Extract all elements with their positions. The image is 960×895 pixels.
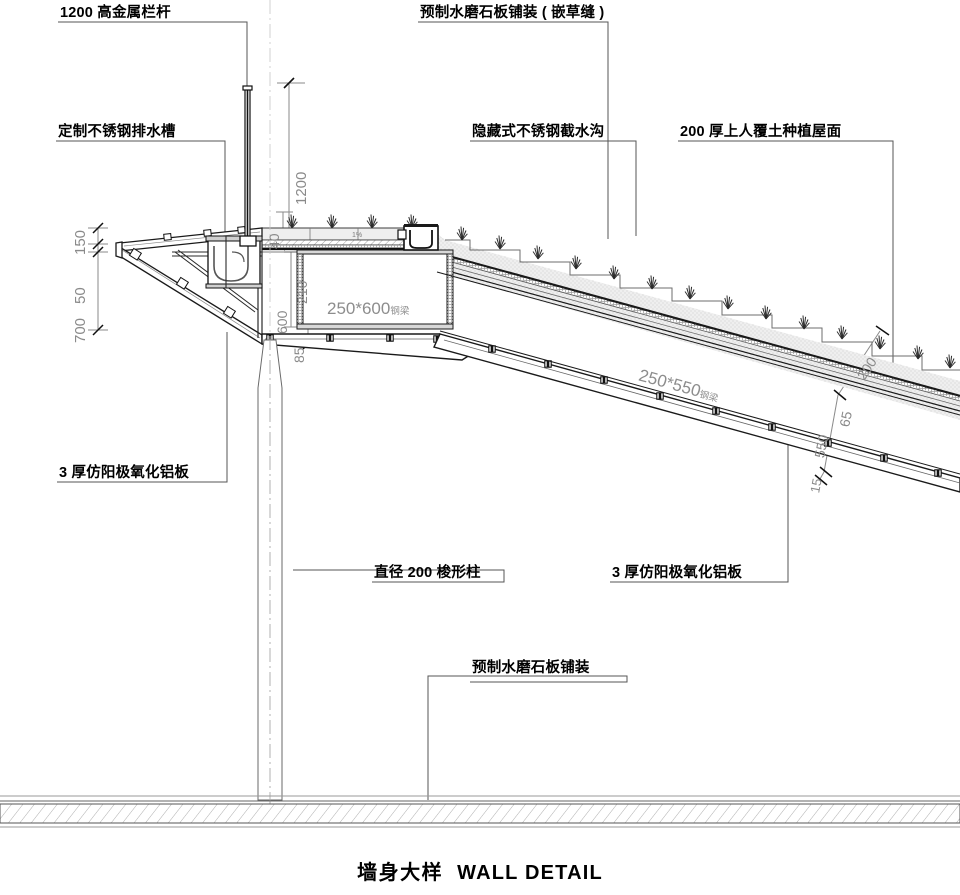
dim-fascia-150: 150 — [72, 229, 89, 255]
dim-railing-height-1200: 1200 — [293, 171, 310, 205]
label-custom-stainless-drain-trough: 定制不锈钢排水槽 — [58, 124, 176, 140]
steel-beam-250x550-zone — [436, 271, 960, 475]
spindle-column — [257, 0, 283, 806]
dim-beam-210: 210 — [294, 280, 310, 304]
dim-soffit-85: 85 — [291, 347, 307, 363]
label-aluminium-panel-right: 3 厚仿阳极氧化铝板 — [612, 565, 743, 581]
beam-unit-upper: 钢梁 — [390, 306, 410, 317]
drawing-title-block: 墙身大样 WALL DETAIL — [0, 856, 960, 885]
beam-size-upper: 250*600 — [327, 299, 391, 318]
dim-fascia-700: 700 — [72, 317, 89, 343]
dim-slope-15: 15 — [807, 477, 825, 495]
hidden-stainless-gutter — [397, 224, 439, 251]
dim-beam-600: 600 — [274, 310, 290, 334]
dim-slope-65: 65 — [836, 409, 855, 429]
label-aluminium-panel-left: 3 厚仿阳极氧化铝板 — [59, 465, 190, 481]
annotation-roof-slope: 1% — [352, 232, 363, 239]
drawing-title-en: WALL DETAIL — [457, 862, 603, 884]
annotation-beam-250x600: 250*600钢梁 — [327, 300, 409, 317]
dim-paving-40: 40 — [266, 233, 282, 249]
drawing-title-cn: 墙身大样 — [357, 862, 444, 884]
label-spindle-column: 直径 200 梭形柱 — [374, 565, 481, 581]
stainless-drain-trough — [205, 235, 263, 289]
steel-beam-250x600 — [296, 249, 454, 330]
dim-fascia-50: 50 — [72, 287, 89, 304]
label-metal-railing: 1200 高金属栏杆 — [60, 5, 171, 21]
label-green-roof-200-thick: 200 厚上人覆土种植屋面 — [680, 124, 842, 140]
soffit-aluminium-panel — [261, 333, 960, 493]
label-hidden-stainless-gutter: 隐藏式不锈钢截水沟 — [472, 124, 605, 140]
metal-railing-post — [239, 85, 257, 247]
dim-slope-beam-550: 550 — [811, 433, 832, 460]
label-terrazzo-floor-paving: 预制水磨石板铺装 — [472, 660, 590, 676]
ground-slab — [0, 795, 960, 828]
label-terrazzo-paving-grass-joint: 预制水磨石板铺装 ( 嵌草缝 ) — [420, 5, 605, 21]
